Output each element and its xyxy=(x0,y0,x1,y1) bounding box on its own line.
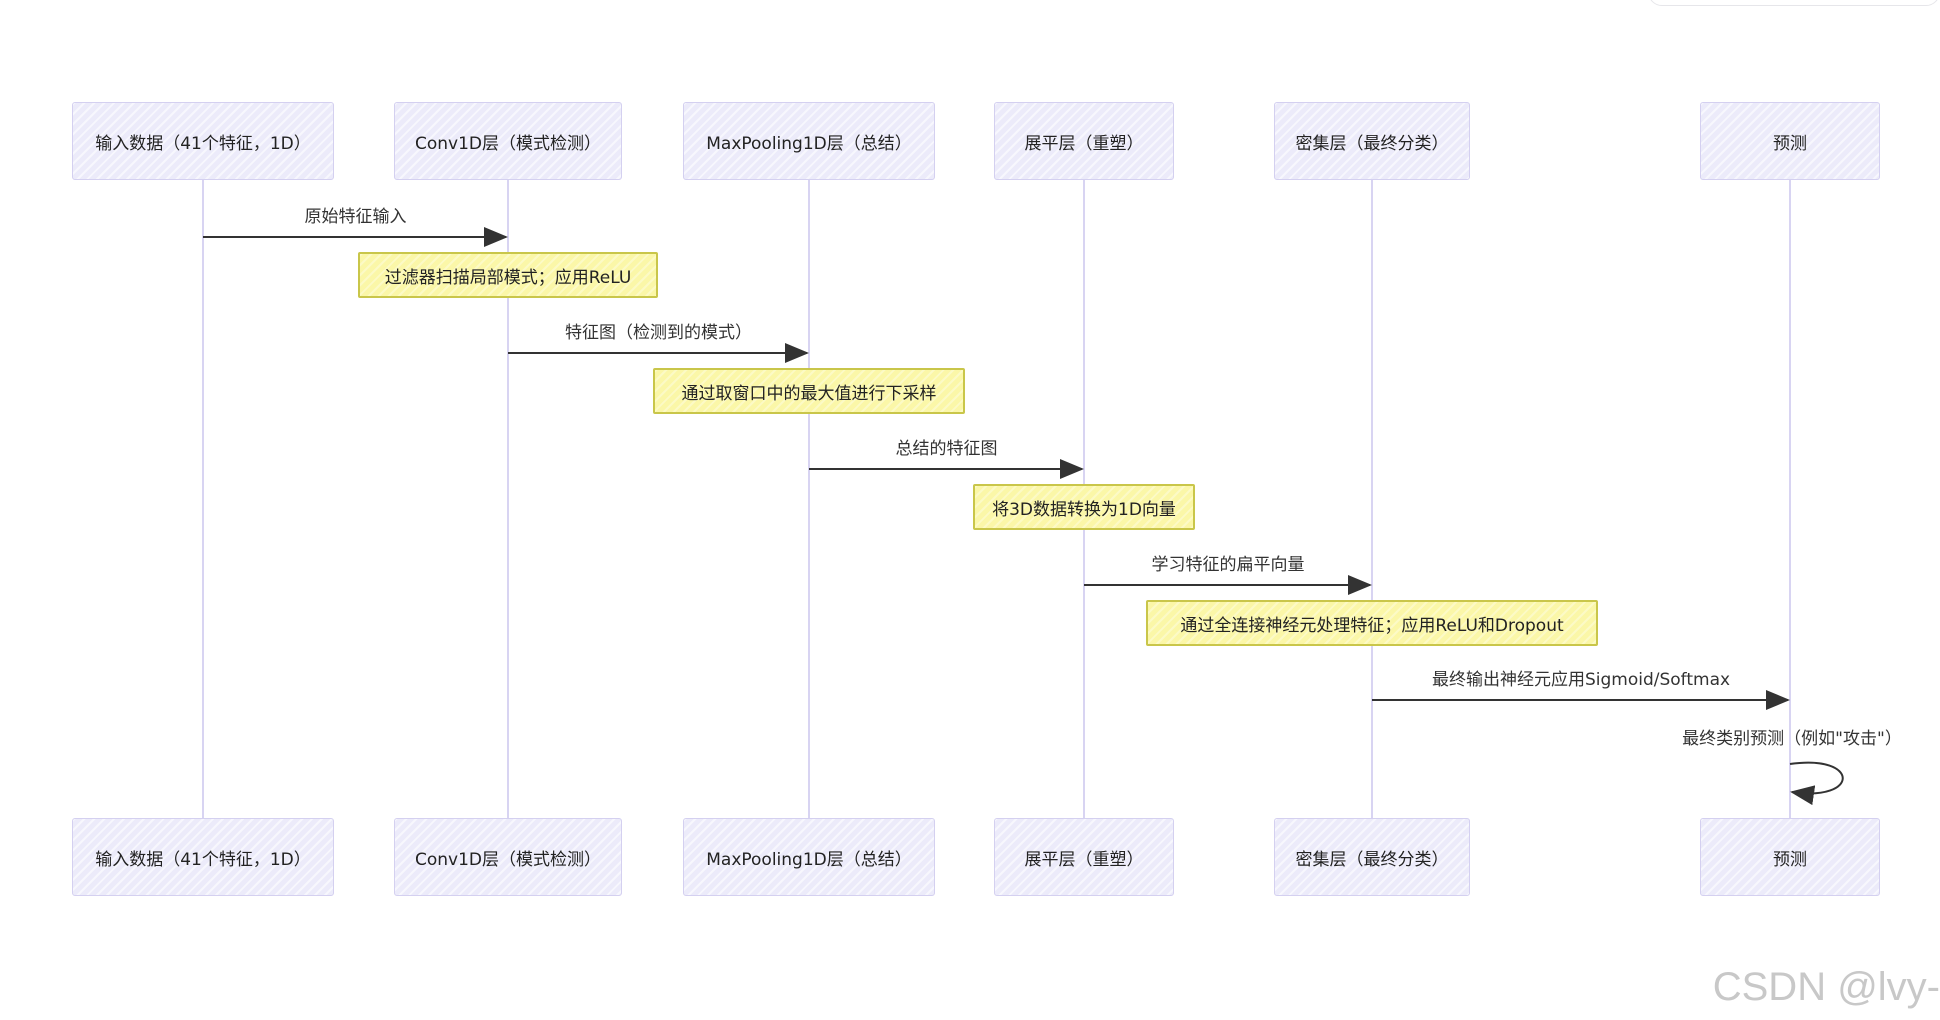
participant-flatten-bottom: 展平层（重塑） xyxy=(994,818,1174,896)
participant-predict-bottom: 预测 xyxy=(1700,818,1880,896)
message-label: 学习特征的扁平向量 xyxy=(1151,555,1305,575)
participant-pool-top: MaxPooling1D层（总结） xyxy=(683,102,935,180)
note-pool: 通过取窗口中的最大值进行下采样 xyxy=(653,368,965,414)
message-label: 最终输出神经元应用Sigmoid/Softmax xyxy=(1431,670,1731,690)
note-conv: 过滤器扫描局部模式；应用ReLU xyxy=(358,252,658,298)
message-label: 总结的特征图 xyxy=(895,439,998,459)
watermark: CSDN @lvy- xyxy=(1712,965,1940,1009)
participant-flatten-top: 展平层（重塑） xyxy=(994,102,1174,180)
message-label: 原始特征输入 xyxy=(304,207,407,227)
participant-dense-top: 密集层（最终分类） xyxy=(1274,102,1470,180)
participant-conv-top: Conv1D层（模式检测） xyxy=(394,102,622,180)
note-dense: 通过全连接神经元处理特征；应用ReLU和Dropout xyxy=(1146,600,1598,646)
participant-input-bottom: 输入数据（41个特征，1D） xyxy=(72,818,334,896)
message-label: 特征图（检测到的模式） xyxy=(565,323,752,343)
participant-dense-bottom: 密集层（最终分类） xyxy=(1274,818,1470,896)
participant-input-top: 输入数据（41个特征，1D） xyxy=(72,102,334,180)
participant-pool-bottom: MaxPooling1D层（总结） xyxy=(683,818,935,896)
participant-predict-top: 预测 xyxy=(1700,102,1880,180)
note-flatten: 将3D数据转换为1D向量 xyxy=(973,484,1195,530)
message-label: 最终类别预测（例如"攻击"） xyxy=(1682,729,1902,749)
self-message-arrow xyxy=(1789,761,1844,806)
participant-conv-bottom: Conv1D层（模式检测） xyxy=(394,818,622,896)
